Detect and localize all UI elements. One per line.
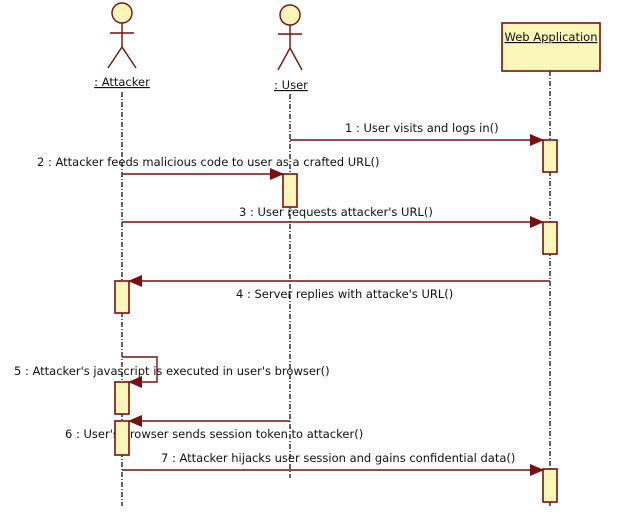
actor-user[interactable]: : User (274, 4, 308, 92)
actor-attacker[interactable]: : Attacker (94, 2, 150, 89)
actor-user-label: : User (274, 78, 308, 92)
object-webapp-label: Web Application (505, 30, 598, 44)
message-label: 6 : User's browser sends session token t… (65, 427, 363, 441)
message-4[interactable]: 4 : Server replies with attacke's URL() (128, 275, 550, 301)
activation-webapp-1 (542, 139, 558, 173)
stick-figure-icon (107, 2, 137, 69)
message-label: 2 : Attacker feeds malicious code to use… (37, 155, 380, 169)
activation-attacker-3 (114, 420, 130, 456)
stick-figure-icon (277, 4, 303, 71)
message-5[interactable]: 5 : Attacker's javascript is executed in… (14, 356, 330, 388)
message-1[interactable]: 1 : User visits and logs in() (290, 121, 544, 146)
activation-webapp-2 (542, 221, 558, 255)
message-2[interactable]: 2 : Attacker feeds malicious code to use… (37, 155, 380, 180)
actor-attacker-label: : Attacker (94, 75, 150, 89)
message-7[interactable]: 7 : Attacker hijacks user session and ga… (122, 451, 544, 476)
activation-attacker-1 (114, 280, 130, 314)
message-label: 4 : Server replies with attacke's URL() (236, 287, 453, 301)
activation-webapp-3 (542, 468, 558, 503)
activation-attacker-2 (114, 381, 130, 415)
message-label: 1 : User visits and logs in() (345, 121, 499, 135)
message-label: 7 : Attacker hijacks user session and ga… (161, 451, 515, 465)
message-label: 5 : Attacker's javascript is executed in… (14, 364, 330, 378)
message-arrow (122, 356, 158, 388)
activation-user-1 (282, 173, 298, 208)
object-webapp[interactable]: Web Application (501, 22, 601, 72)
message-6[interactable]: 6 : User's browser sends session token t… (65, 415, 363, 441)
message-3[interactable]: 3 : User requests attacker's URL() (122, 205, 544, 228)
message-label: 3 : User requests attacker's URL() (239, 205, 433, 219)
object-webapp-box (501, 22, 601, 72)
